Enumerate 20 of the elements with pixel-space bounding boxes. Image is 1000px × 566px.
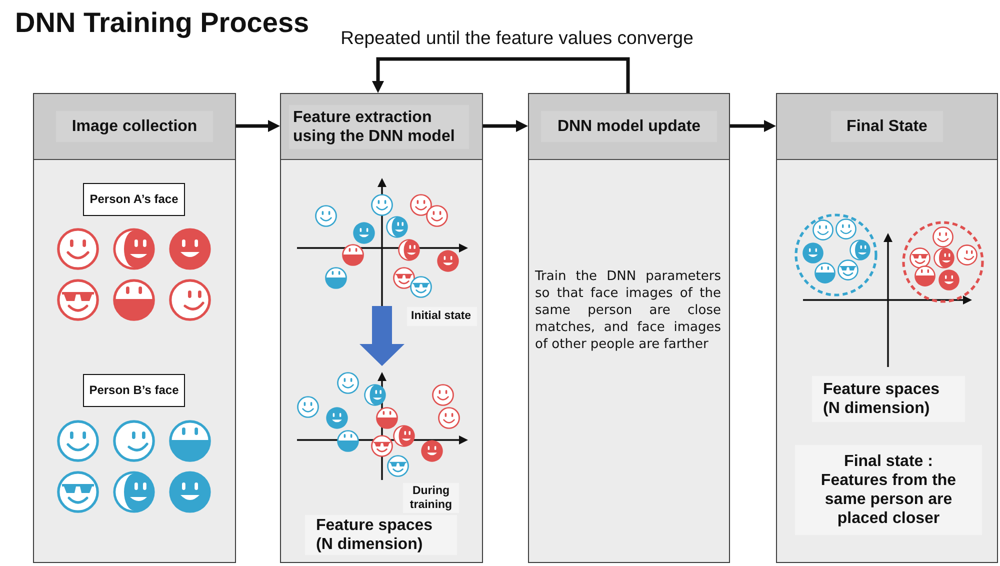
plot-caption: Initial state — [407, 307, 477, 326]
person-label-box: Person A’s face — [83, 183, 185, 216]
loop-arrow — [372, 57, 630, 93]
column-title: DNN model update — [541, 111, 717, 142]
column-title: Feature extraction using the DNN model — [289, 104, 469, 148]
summary-text: Final state : Features from the same person are placed closer — [795, 445, 982, 535]
person-label-box: Person B’s face — [83, 374, 185, 407]
axis-caption: Feature spaces (N dimension) — [812, 376, 965, 422]
arrow — [483, 120, 528, 132]
arrow — [730, 120, 776, 132]
plot-caption: During training — [403, 483, 459, 513]
column-title: Image collection — [56, 111, 214, 142]
column-title: Final State — [830, 111, 944, 142]
process-column — [33, 93, 236, 563]
axis-caption: Feature spaces (N dimension) — [305, 515, 457, 555]
block-arrow — [360, 306, 404, 366]
arrow — [236, 120, 280, 132]
diagram-title: DNN Training Process — [15, 6, 310, 40]
description-text: Train the DNN parameters so that face images of the same person are close matches, and face images of other people are farther — [535, 268, 721, 353]
process-column — [528, 93, 730, 563]
